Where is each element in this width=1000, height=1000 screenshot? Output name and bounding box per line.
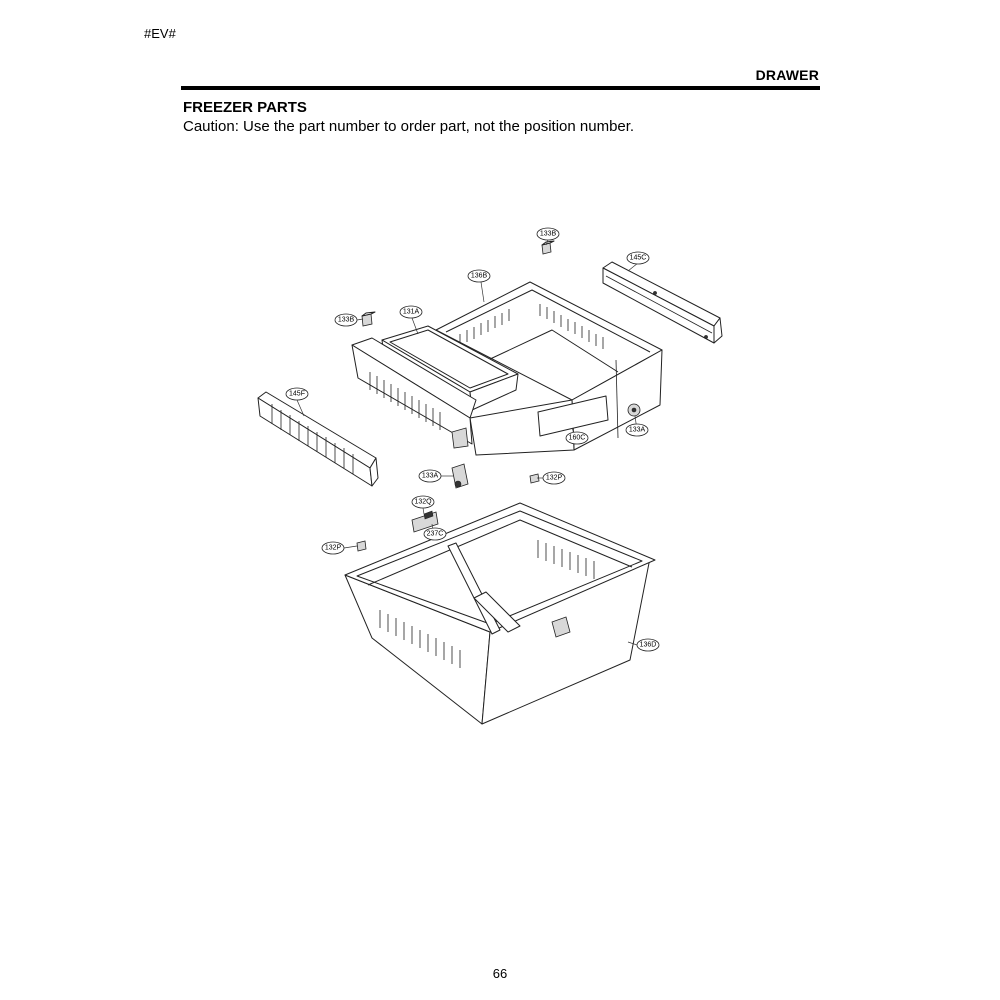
svg-text:136D: 136D [640,642,657,649]
callout-160c: 160C [565,431,589,445]
callout-136b: 136B [467,269,491,283]
part-rail-left [257,391,379,487]
parts-heading: FREEZER PARTS [183,99,307,116]
front-cover-slots [369,372,441,430]
callout-133b-top: 133B [536,227,560,241]
svg-text:237C: 237C [427,531,444,538]
svg-text:131A: 131A [403,309,420,316]
part-front-cover [351,337,477,449]
callout-133b-left: 133B [334,313,358,327]
svg-text:160C: 160C [569,435,586,442]
section-title: DRAWER [755,67,819,83]
callout-132p-right: 132P [542,471,566,485]
callout-132p-left: 132P [321,541,345,555]
basket-side-slots [379,540,595,668]
callout-145c: 145C [626,251,650,265]
callout-132q: 132Q [411,495,435,509]
callout-133a-lower: 133A [418,469,442,483]
page-number: 66 [492,966,508,981]
leader-lines [296,239,639,646]
callout-237c: 237C [423,527,447,541]
svg-text:132P: 132P [546,475,563,482]
svg-text:133B: 133B [338,317,355,324]
callout-136d: 136D [636,638,660,652]
part-clip-left [356,540,367,552]
svg-text:133B: 133B [540,231,557,238]
part-clip-middle [411,510,439,533]
svg-text:133A: 133A [629,427,646,434]
callout-131a: 131A [399,305,423,319]
callout-145f: 145F [285,387,309,401]
document-code: #EV# [144,26,176,41]
part-lower-basket [344,502,656,725]
part-roller-bracket [451,463,469,489]
caution-note: Caution: Use the part number to order pa… [183,118,635,135]
part-stopper-left [361,311,376,327]
header-rule [181,86,820,90]
tray-back-slots [459,304,604,349]
part-rail-right [602,261,723,344]
svg-text:145F: 145F [289,391,305,398]
svg-text:145C: 145C [630,255,647,262]
part-clip-right [529,473,540,484]
svg-text:132Q: 132Q [414,499,432,506]
callout-133a-right: 133A [625,423,649,437]
svg-text:136B: 136B [471,273,488,280]
svg-text:132P: 132P [325,545,342,552]
part-upper-tray [435,281,663,456]
part-stopper-top [541,240,555,255]
rail-left-grille [271,404,354,474]
svg-text:133A: 133A [422,473,439,480]
part-roller-right [627,403,641,417]
